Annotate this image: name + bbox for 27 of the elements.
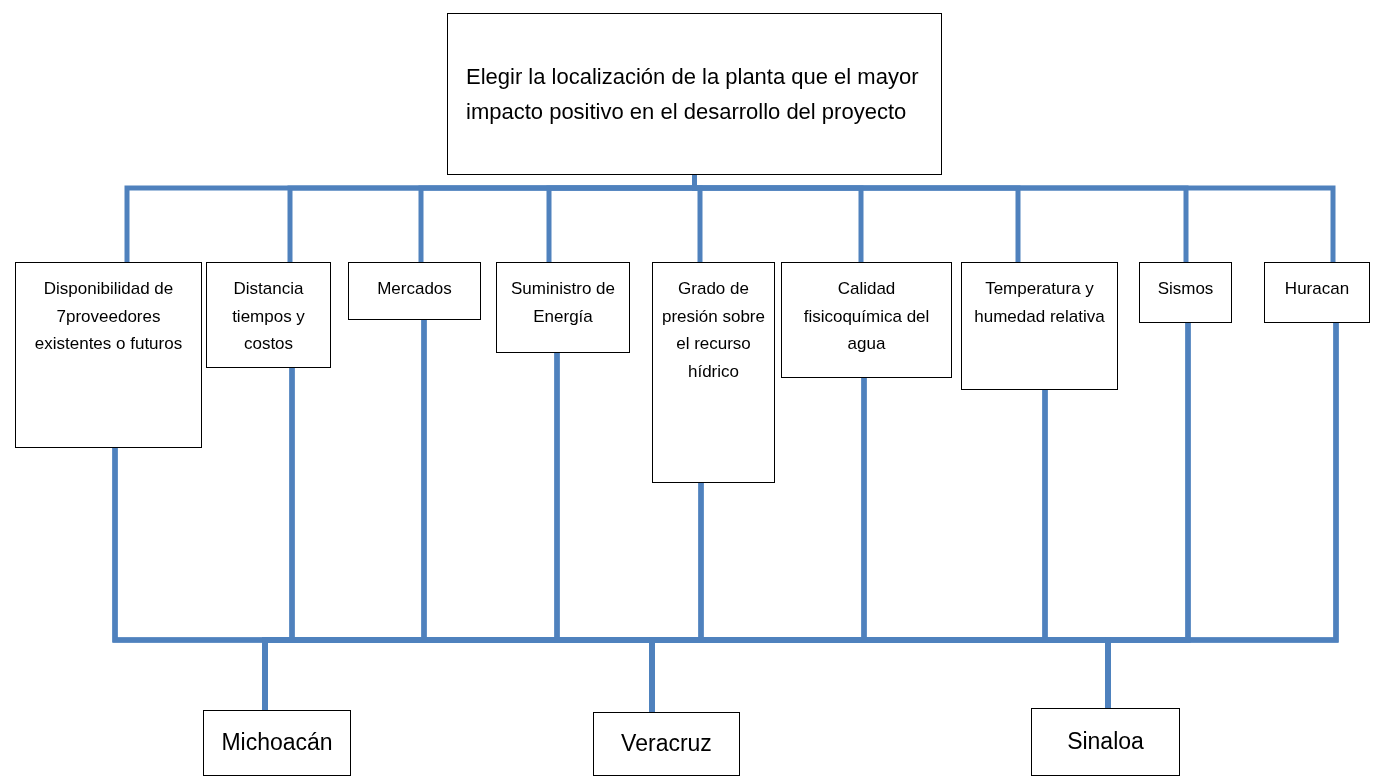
node-text: Mercados [377, 278, 452, 300]
criterion-box [1264, 262, 1370, 323]
node-text: Sinaloa [1067, 728, 1144, 756]
node-text: Grado de presión sobre el recurso hídrico [661, 278, 766, 383]
criterion-box [961, 262, 1118, 390]
criterion-box [1139, 262, 1232, 323]
node-text: Veracruz [621, 730, 712, 758]
node-text: Elegir la localización de la planta que el mayor impacto positivo en el desarrollo del proyecto [466, 62, 920, 126]
goal-box [447, 13, 942, 175]
node-text: Michoacán [221, 729, 333, 757]
criterion-box [781, 262, 952, 378]
connector-line [1105, 323, 1339, 708]
node-text: Distancia tiempos y costos [231, 278, 306, 356]
location-box [1031, 708, 1180, 776]
criterion-box [652, 262, 775, 483]
node-text: Suministro de Energía [510, 278, 616, 328]
node-text: Sismos [1157, 278, 1214, 300]
location-box [593, 712, 740, 776]
location-box [203, 710, 351, 776]
node-text: Disponibilidad de 7proveedores existentes o futuros [33, 278, 184, 356]
criterion-box [206, 262, 331, 368]
node-text: Temperatura y humedad relativa [973, 278, 1106, 328]
criterion-box [348, 262, 481, 320]
node-text: Huracan [1284, 278, 1350, 300]
node-text: Calidad fisicoquímica del agua [802, 278, 931, 356]
criterion-box [15, 262, 202, 448]
criterion-box [496, 262, 630, 353]
